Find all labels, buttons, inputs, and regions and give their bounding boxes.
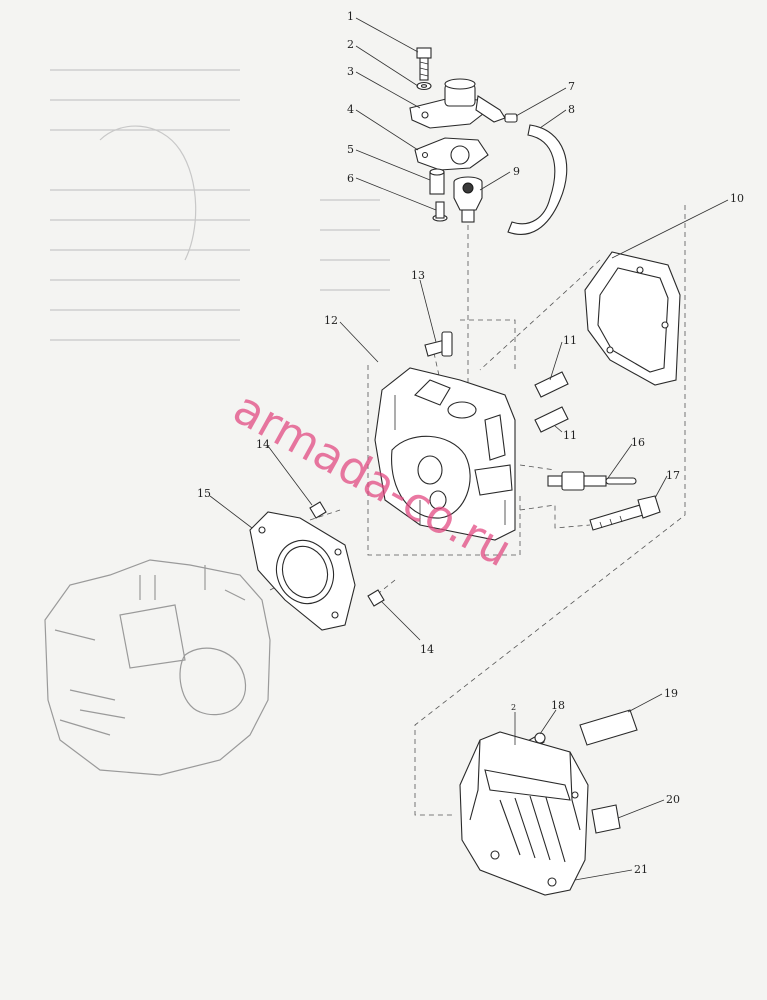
part-16-spark-plug	[547, 471, 637, 491]
part-3-thermostat-cover	[409, 78, 506, 129]
part-10-gasket	[584, 251, 681, 386]
callout-14a: 14	[256, 438, 270, 451]
callout-8: 8	[568, 103, 575, 116]
part-20-plate	[591, 804, 621, 834]
callout-9: 9	[513, 165, 520, 178]
callout-4: 4	[347, 103, 354, 116]
part-4-gasket	[414, 137, 489, 171]
background-ghost	[50, 69, 390, 341]
part-1-bolt	[416, 47, 432, 81]
callout-2: 2	[347, 38, 354, 51]
callout-16: 16	[631, 436, 645, 449]
callout-7: 7	[568, 80, 575, 93]
callout-18: 18	[551, 699, 565, 712]
part-11-pins	[534, 371, 569, 433]
callout-12: 12	[324, 314, 338, 327]
part-8-hose	[507, 124, 568, 235]
part-5-sleeve	[429, 168, 445, 195]
part-7-fitting	[504, 113, 518, 123]
callout-13: 13	[411, 269, 425, 282]
callout-14b: 14	[420, 643, 434, 656]
part-15-head-gasket	[249, 511, 356, 631]
part-6-screw	[432, 201, 448, 222]
callout-19: 19	[664, 687, 678, 700]
callout-3: 3	[347, 65, 354, 78]
part-12-cylinder-head	[374, 367, 516, 541]
part-14-dowels	[309, 501, 385, 607]
callout-leaders	[209, 17, 729, 881]
callout-11b: 11	[563, 429, 577, 442]
crankcase	[44, 559, 271, 776]
callout-2-small: 2	[511, 703, 516, 712]
part-2-washer	[416, 81, 432, 91]
part-9-thermostat	[453, 176, 483, 223]
part-19-label	[579, 709, 638, 746]
part-17-bolt	[589, 495, 661, 531]
callout-10: 10	[730, 192, 744, 205]
callout-17: 17	[666, 469, 680, 482]
callout-20: 20	[666, 793, 680, 806]
part-21-head-cover	[459, 731, 589, 896]
callout-11a: 11	[563, 334, 577, 347]
callout-15: 15	[197, 487, 211, 500]
callout-1: 1	[347, 10, 354, 23]
callout-labels: 1 2 3 4 5 6 7 8 9 10 11 11 12 13 14 14 1…	[197, 10, 744, 876]
callout-6: 6	[347, 172, 354, 185]
part-13-fitting	[424, 331, 453, 357]
callout-5: 5	[347, 143, 354, 156]
callout-21: 21	[634, 863, 648, 876]
